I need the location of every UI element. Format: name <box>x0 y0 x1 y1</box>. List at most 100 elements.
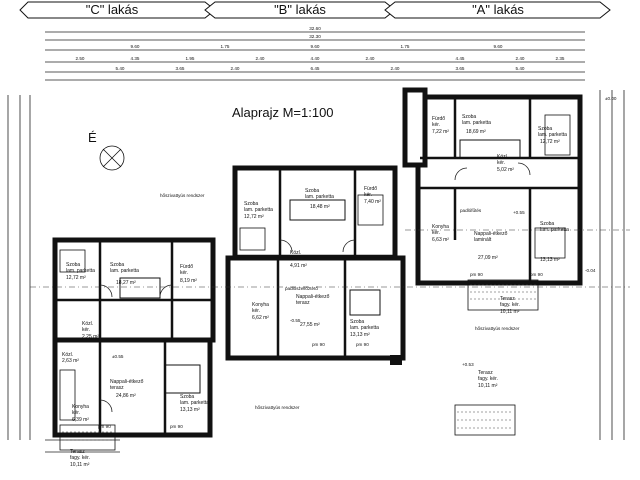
svg-text:18,48 m²: 18,48 m² <box>310 204 330 210</box>
svg-text:laminált: laminált <box>474 237 492 243</box>
svg-text:Fürdő: Fürdő <box>364 186 377 192</box>
svg-text:lam. parketta: lam. parketta <box>244 207 273 213</box>
svg-text:13,13 m²: 13,13 m² <box>350 332 370 338</box>
pm-marker-5: pm 90 <box>98 424 111 429</box>
north-label: É <box>88 130 97 145</box>
svg-text:kér.: kér. <box>364 192 372 198</box>
room-b-szoba2: Szoba lam. parketta 18,48 m² <box>305 188 334 210</box>
svg-text:Fürdő: Fürdő <box>180 264 193 270</box>
dim-r3-0: 5.40 <box>116 66 125 71</box>
svg-text:lam. parketta: lam. parketta <box>462 120 491 126</box>
svg-text:2,25 m²: 2,25 m² <box>82 334 99 340</box>
svg-text:Közl.: Közl. <box>62 352 73 358</box>
dim-r2-8: 4.40 <box>311 56 320 61</box>
svg-text:fagy. kér.: fagy. kér. <box>70 455 90 461</box>
svg-text:terasz: terasz <box>110 385 124 391</box>
svg-text:Szoba: Szoba <box>462 114 476 120</box>
svg-text:Közl.: Közl. <box>497 154 508 160</box>
dim-r2-10: 2.40 <box>366 56 375 61</box>
svg-text:7,40 m²: 7,40 m² <box>364 199 381 205</box>
drawing-title: Alaprajz M=1:100 <box>232 105 334 120</box>
svg-text:kér.: kér. <box>432 122 440 128</box>
dim-r2-12: 4.45 <box>456 56 465 61</box>
dim-r2-0: 2.50 <box>76 56 85 61</box>
north-symbol: É <box>88 130 125 171</box>
svg-text:kér.: kér. <box>82 327 90 333</box>
svg-text:lam. parketta: lam. parketta <box>305 194 334 200</box>
svg-text:2,63 m²: 2,63 m² <box>62 358 79 364</box>
svg-text:fagy. kér.: fagy. kér. <box>478 376 498 382</box>
svg-text:Konyha: Konyha <box>252 302 269 308</box>
room-a-terasz: Terasz fagy. kér. 10,11 m² <box>500 296 520 315</box>
dim-r2-4: 1.95 <box>186 56 195 61</box>
svg-text:10,11 m²: 10,11 m² <box>70 462 90 468</box>
svg-text:6,39 m²: 6,39 m² <box>72 417 89 423</box>
room-c-szoba3: Szoba lam. parketta 13,13 m² <box>180 394 209 413</box>
dim-total: 32.60 <box>309 26 321 31</box>
apartment-banners: "C" lakás "B" lakás "A" lakás <box>19 1 611 19</box>
svg-text:Nappali-étkező: Nappali-étkező <box>296 294 330 300</box>
level-d: -0.55 <box>290 318 301 323</box>
pm-marker-1: pm 90 <box>470 272 483 277</box>
room-b-szoba3: Szoba lam. parketta 13,13 m² <box>350 319 379 338</box>
banner-b-label: "B" lakás <box>274 2 326 17</box>
dim-r1-4: 9.60 <box>494 44 503 49</box>
pm-marker-6: pm 90 <box>170 424 183 429</box>
dim-r3-6: 2.40 <box>391 66 400 71</box>
note-hoszivattyu-1: hőszivattyús rendszer <box>160 193 205 198</box>
dim-r2-2: 4.35 <box>131 56 140 61</box>
svg-text:lam. parketta: lam. parketta <box>66 268 95 274</box>
pm-marker-3: pm 90 <box>312 342 325 347</box>
svg-text:lam. parketta: lam. parketta <box>110 268 139 274</box>
dim-r1-0: 9.60 <box>131 44 140 49</box>
svg-text:fagy. kér.: fagy. kér. <box>500 302 520 308</box>
note-padlo2: padlószellőztető <box>285 286 318 291</box>
svg-text:Konyha: Konyha <box>432 224 449 230</box>
banner-a-label: "A" lakás <box>472 2 524 17</box>
svg-text:kér.: kér. <box>497 160 505 166</box>
svg-text:12,72 m²: 12,72 m² <box>66 275 86 281</box>
banner-b <box>204 1 396 19</box>
svg-text:12,72 m²: 12,72 m² <box>244 214 264 220</box>
svg-text:6,63 m²: 6,63 m² <box>432 237 449 243</box>
svg-text:lam. parketta: lam. parketta <box>350 325 379 331</box>
banner-c-label: "C" lakás <box>86 2 139 17</box>
svg-text:Közl.: Közl. <box>290 250 301 256</box>
svg-text:terasz: terasz <box>296 300 310 306</box>
svg-text:lam. parketta: lam. parketta <box>180 400 209 406</box>
dim-r1-1: 1.75 <box>221 44 230 49</box>
dim-r2-14: 2.40 <box>516 56 525 61</box>
dim-r1-2: 9.60 <box>311 44 320 49</box>
room-b-kozl: Közl. kér. 4,91 m² <box>290 250 307 269</box>
pm-marker-4: pm 90 <box>356 342 369 347</box>
svg-text:Szoba: Szoba <box>110 262 124 268</box>
svg-text:Nappali-étkező: Nappali-étkező <box>474 231 508 237</box>
room-c-kozl2: Közl. 2,63 m² <box>62 352 79 364</box>
room-a-furdo: Fürdő kér. 7,22 m² <box>432 116 449 135</box>
svg-text:18,27 m²: 18,27 m² <box>116 280 136 286</box>
dim-r1-3: 1.75 <box>401 44 410 49</box>
room-b-szoba1: Szoba lam. parketta 12,72 m² <box>244 201 273 220</box>
svg-text:13,13 m²: 13,13 m² <box>180 407 200 413</box>
dim-r2-6: 2.40 <box>256 56 265 61</box>
svg-text:kér.: kér. <box>180 270 188 276</box>
dim-r3-2: 3.65 <box>176 66 185 71</box>
level-c: ±0.55 <box>112 354 124 359</box>
note-hoszivattyu-2: hőszivattyús rendszer <box>475 326 520 331</box>
room-a-szoba2: Szoba lam. parketta 12,72 m² <box>538 126 567 145</box>
note-padlo: padlófűtés <box>460 208 482 213</box>
svg-text:13,13 m²: 13,13 m² <box>540 257 560 263</box>
svg-text:8,19 m²: 8,19 m² <box>180 278 197 284</box>
level-f: +0.55 <box>513 210 525 215</box>
dim-r2-16: 2.35 <box>556 56 565 61</box>
svg-text:5,02 m²: 5,02 m² <box>497 167 514 173</box>
dim-r3-8: 3.65 <box>456 66 465 71</box>
svg-text:Terasz: Terasz <box>478 370 493 376</box>
room-c-szoba2: Szoba lam. parketta 18,27 m² <box>110 262 139 286</box>
svg-text:27,09 m²: 27,09 m² <box>478 255 498 261</box>
svg-text:Szoba: Szoba <box>540 221 554 227</box>
room-a-kozl: Közl. kér. 5,02 m² <box>497 154 514 173</box>
side-dimension-chains <box>7 90 625 453</box>
room-b-konyha: Konyha kér. 6,62 m² <box>252 302 269 321</box>
